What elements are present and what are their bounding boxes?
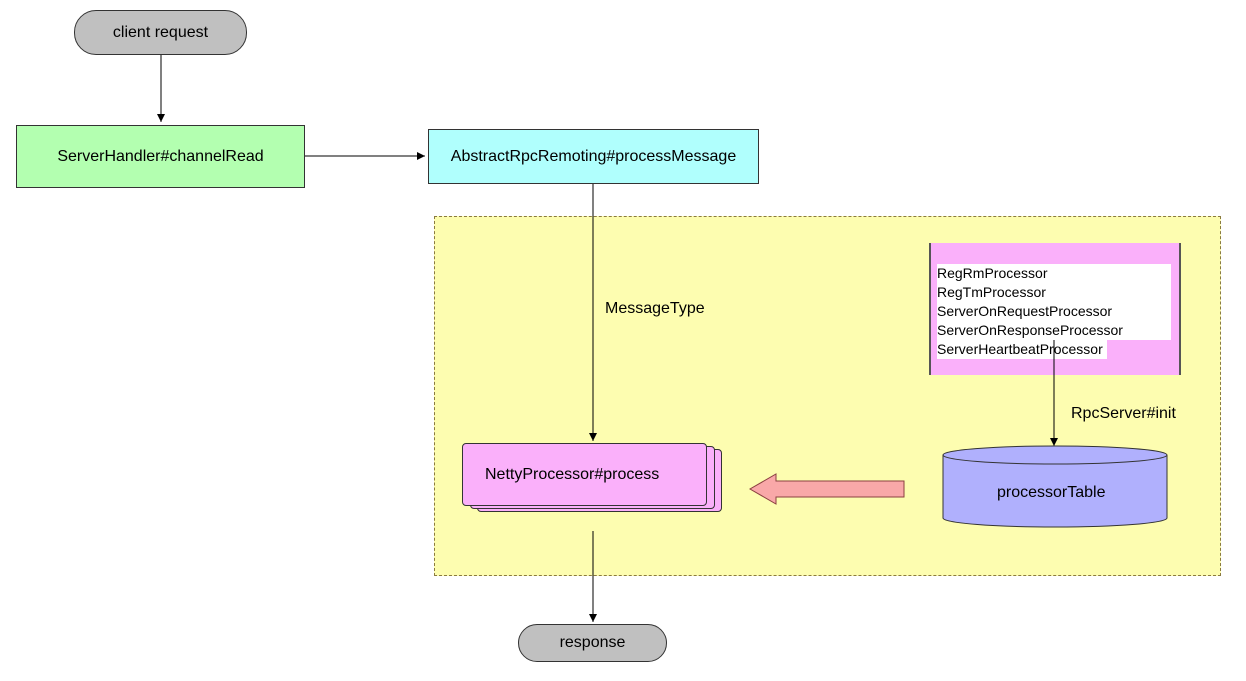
message-type-label: MessageType bbox=[605, 300, 705, 317]
response-label: response bbox=[559, 634, 626, 651]
rpc-server-init-label: RpcServer#init bbox=[1071, 405, 1176, 422]
block-arrow-left bbox=[748, 473, 905, 505]
client-request-node: client request bbox=[74, 10, 247, 55]
list-item-server-on-response: ServerOnResponseProcessor bbox=[937, 321, 1171, 340]
server-handler-node: ServerHandler#channelRead bbox=[16, 125, 305, 188]
processor-list-box: RegRmProcessor RegTmProcessor ServerOnRe… bbox=[929, 243, 1181, 375]
response-node: response bbox=[518, 624, 667, 662]
list-item-server-on-request: ServerOnRequestProcessor bbox=[937, 302, 1171, 321]
list-item-server-heartbeat: ServerHeartbeatProcessor bbox=[937, 340, 1107, 359]
netty-processor-node: NettyProcessor#process bbox=[462, 443, 707, 506]
list-item-reg-tm: RegTmProcessor bbox=[937, 283, 1171, 302]
netty-processor-label: NettyProcessor#process bbox=[485, 465, 660, 483]
client-request-label: client request bbox=[112, 23, 209, 41]
abstract-rpc-remoting-node: AbstractRpcRemoting#processMessage bbox=[428, 129, 759, 184]
abstract-rpc-remoting-label: AbstractRpcRemoting#processMessage bbox=[450, 147, 737, 165]
list-item-reg-rm: RegRmProcessor bbox=[937, 264, 1171, 283]
processor-table-label: processorTable bbox=[997, 484, 1106, 501]
server-handler-label: ServerHandler#channelRead bbox=[57, 147, 264, 165]
processor-table-cylinder bbox=[942, 445, 1168, 528]
